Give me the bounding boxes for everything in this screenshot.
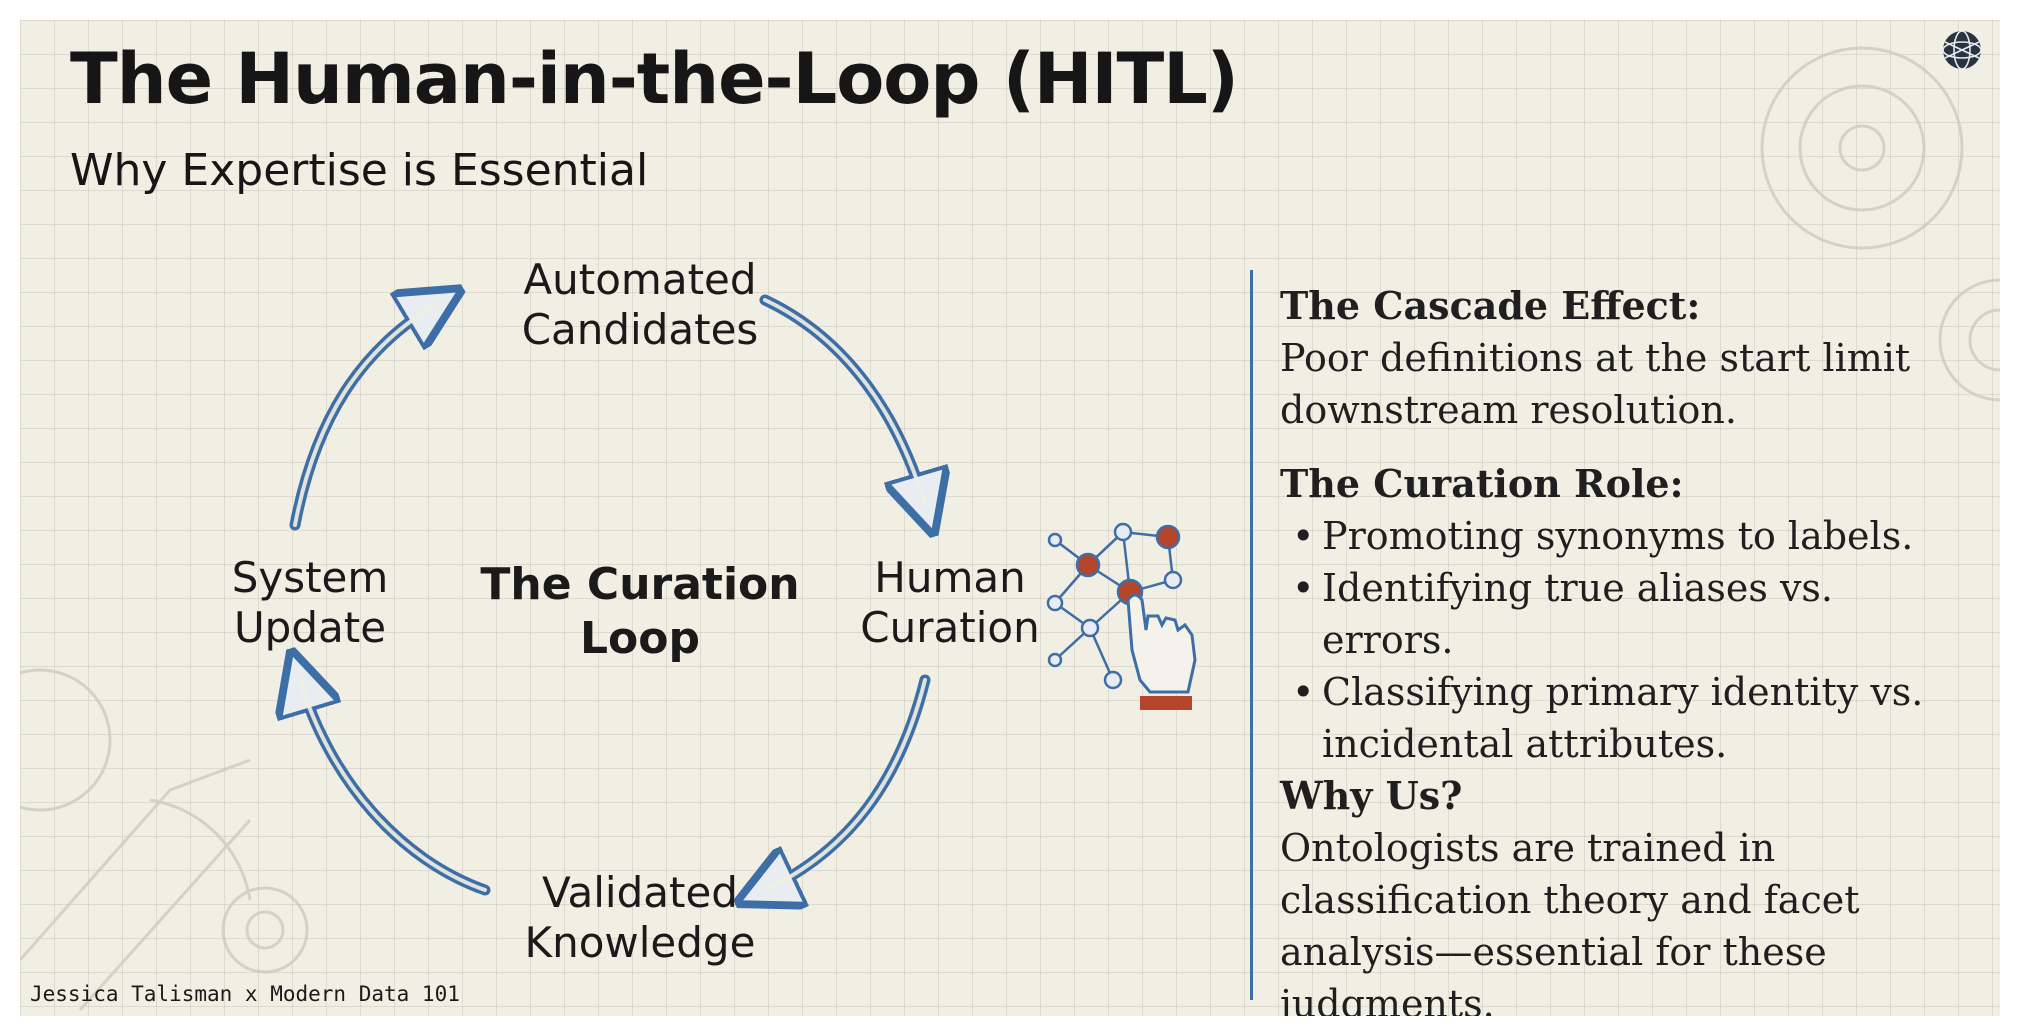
node-automated-candidates: Automated Candidates xyxy=(521,255,759,354)
page-subtitle: Why Expertise is Essential xyxy=(70,145,649,196)
node-human-curation: Human Curation xyxy=(860,553,1040,652)
page-title: The Human-in-the-Loop (HITL) xyxy=(70,38,1239,120)
curation-loop-arrows xyxy=(20,20,2000,1016)
list-item: •Promoting synonyms to labels. xyxy=(1280,510,1970,562)
info-panel: The Cascade Effect: Poor definitions at … xyxy=(1280,280,1970,1016)
curation-role-heading: The Curation Role: xyxy=(1280,461,1684,506)
bullet-icon: • xyxy=(1292,514,1315,558)
network-hand-icon xyxy=(1046,522,1197,710)
globe-logo-icon xyxy=(1942,30,1982,70)
cascade-effect-heading: The Cascade Effect: xyxy=(1280,283,1701,328)
why-us-heading: Why Us? xyxy=(1280,773,1463,818)
bullet-icon: • xyxy=(1292,566,1315,610)
list-item: •Classifying primary identity vs. incide… xyxy=(1280,666,1970,770)
curation-role-list: •Promoting synonyms to labels. •Identify… xyxy=(1280,510,1970,770)
list-item: •Identifying true aliases vs. errors. xyxy=(1280,562,1970,666)
curation-loop-label: The Curation Loop xyxy=(480,559,800,664)
panel-divider xyxy=(1250,270,1253,1000)
node-validated-knowledge: Validated Knowledge xyxy=(524,868,756,967)
node-system-update: System Update xyxy=(231,553,389,652)
background-gears-decoration xyxy=(20,46,2000,1012)
cascade-effect-text: Poor definitions at the start limit down… xyxy=(1280,336,1911,432)
footer-credit: Jessica Talisman x Modern Data 101 xyxy=(30,982,460,1006)
bullet-icon: • xyxy=(1292,670,1315,714)
why-us-text: Ontologists are trained in classificatio… xyxy=(1280,826,1860,1016)
slide: The Human-in-the-Loop (HITL) Why Experti… xyxy=(20,20,2000,1016)
